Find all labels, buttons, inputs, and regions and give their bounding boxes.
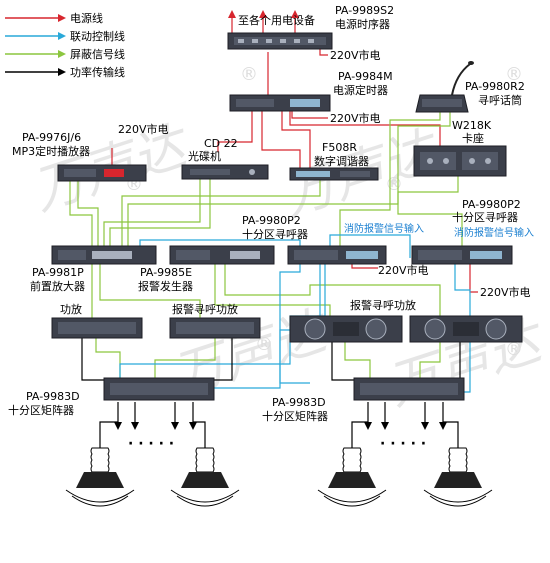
arrow-down-icon [171, 422, 179, 430]
arrow-down-icon [131, 422, 139, 430]
power-sequencer [227, 32, 333, 50]
label-pager-left-model: PA-9980P2 [242, 214, 301, 227]
label-alarm-amp-right-name: 报警寻呼功放 [350, 298, 416, 312]
label-pager-right-model: PA-9980P2 [462, 198, 521, 211]
label-pager-left-mains: 220V市电 [378, 263, 429, 277]
signal-lines [69, 108, 463, 378]
digital-tuner [289, 167, 379, 181]
ellipsis-left: · · · · · [128, 436, 174, 452]
arrow-down-icon [189, 422, 197, 430]
label-mp3-mains: 220V市电 [118, 122, 169, 136]
registered-mark: ® [255, 334, 273, 355]
label-sequencer-mains: 220V市电 [330, 48, 381, 62]
label-alarm-amp-left-name: 报警寻呼功放 [172, 302, 238, 316]
alarm-paging-amp-left [169, 317, 261, 339]
cassette-deck [413, 145, 507, 177]
label-mp3-name: MP3定时播放器 [12, 144, 90, 158]
label-pager-left-name: 十分区寻呼器 [242, 227, 308, 241]
arrow-up-icon [291, 10, 299, 18]
label-preamp-model: PA-9981P [32, 266, 84, 279]
label-timer-mains: 220V市电 [330, 111, 381, 125]
label-sequencer-model: PA-9989S2 [335, 4, 394, 17]
ellipsis-right: · · · · · [380, 436, 426, 452]
speaker-icon [423, 447, 493, 507]
speaker-group [65, 447, 493, 507]
arrow-icon [58, 68, 66, 76]
power-timer [229, 94, 331, 112]
label-fire-alarm-left: 消防报警信号输入 [344, 222, 424, 235]
arrow-down-icon [439, 422, 447, 430]
arrow-icon [58, 32, 66, 40]
power-lines [111, 16, 478, 293]
label-matrix-right-name: 十分区矩阵器 [262, 409, 328, 423]
alarm-paging-amp-right-2 [409, 315, 523, 343]
label-mic-model: PA-9980R2 [465, 80, 525, 93]
arrow-up-icon [228, 10, 236, 18]
label-tuner-name: 数字调谐器 [314, 154, 369, 168]
label-pager-right-mains: 220V市电 [480, 285, 531, 299]
label-matrix-right-model: PA-9983D [272, 396, 326, 409]
legend-label-power: 电源线 [70, 11, 103, 25]
arrow-icon [58, 50, 66, 58]
label-cd-name: 光碟机 [188, 149, 221, 163]
arrow-icon [58, 14, 66, 22]
label-to-devices: 至各个用电设备 [238, 13, 315, 27]
label-amp-name: 功放 [60, 302, 82, 316]
label-sequencer-name: 电源时序器 [335, 17, 390, 31]
label-fire-alarm-right: 消防报警信号输入 [454, 226, 534, 239]
label-cassette-model: W218K [452, 119, 492, 132]
legend-label-power-transmission: 功率传输线 [70, 65, 125, 79]
amplifier [51, 317, 143, 339]
label-mic-name: 寻呼话筒 [478, 93, 522, 107]
label-pager-right-name: 十分区寻呼器 [452, 210, 518, 224]
paging-microphone [415, 61, 474, 113]
registered-mark: ® [505, 64, 523, 85]
label-preamp-name: 前置放大器 [30, 279, 85, 293]
zone-pager-right [411, 245, 513, 265]
label-alarmgen-name: 报警发生器 [138, 279, 193, 293]
label-cd-model: CD 22 [204, 137, 238, 150]
preamplifier [51, 245, 157, 265]
label-matrix-left-name: 十分区矩阵器 [8, 403, 74, 417]
registered-mark: ® [240, 64, 258, 85]
legend: 电源线 联动控制线 屏蔽信号线 功率传输线 [5, 11, 125, 79]
matrix-left [103, 377, 215, 401]
speaker-icon [170, 447, 240, 507]
arrowheads [114, 10, 447, 430]
arrow-down-icon [364, 422, 372, 430]
label-tuner-model: F508R [322, 141, 357, 154]
arrow-down-icon [421, 422, 429, 430]
label-timer-model: PA-9984M [338, 70, 393, 83]
label-cassette-name: 卡座 [462, 131, 484, 145]
legend-label-signal: 屏蔽信号线 [70, 47, 125, 61]
zone-pager-left [287, 245, 387, 265]
alarm-generator [169, 245, 275, 265]
cd-player [181, 164, 269, 180]
matrix-right [353, 377, 465, 401]
speaker-icon [317, 447, 387, 507]
legend-label-control: 联动控制线 [70, 29, 125, 43]
speaker-icon [65, 447, 135, 507]
label-matrix-left-model: PA-9983D [26, 390, 80, 403]
arrow-up-icon [259, 10, 267, 18]
mp3-player [57, 164, 147, 182]
arrow-down-icon [114, 422, 122, 430]
alarm-paging-amp-right-1 [289, 315, 403, 343]
arrow-down-icon [381, 422, 389, 430]
label-timer-name: 电源定时器 [333, 83, 388, 97]
label-alarmgen-model: PA-9985E [140, 266, 192, 279]
registered-mark: ® [505, 339, 523, 360]
label-mp3-model: PA-9976J/6 [22, 131, 81, 144]
